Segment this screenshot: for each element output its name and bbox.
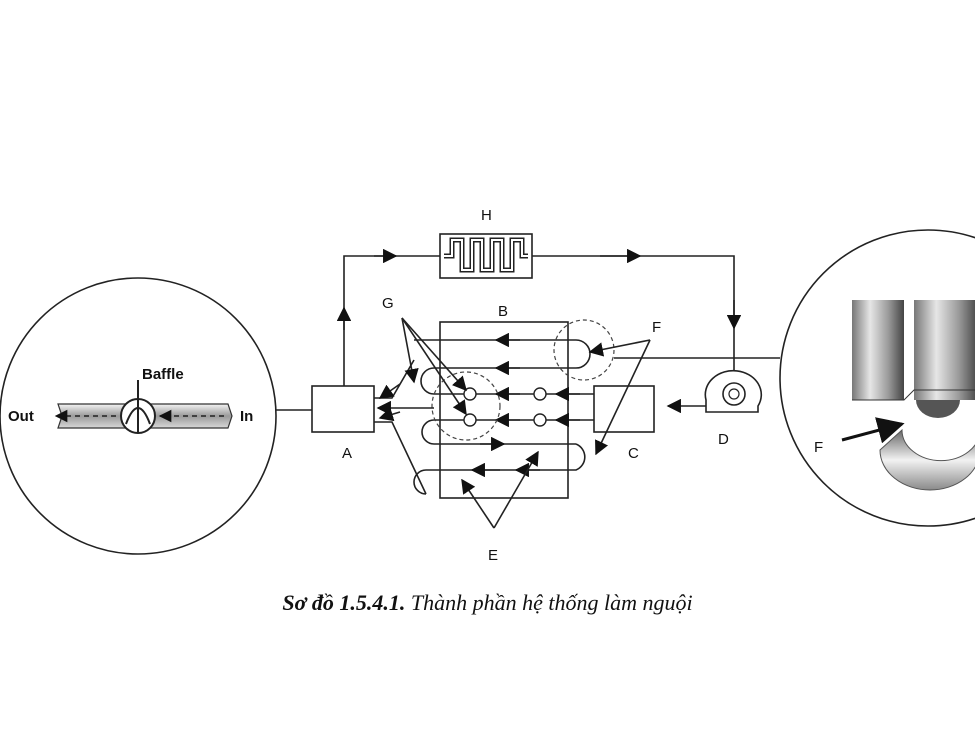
caption-number: Sơ đồ 1.5.4.1. <box>282 590 406 615</box>
label-f: F <box>652 319 661 336</box>
baffle-label: Baffle <box>142 366 184 383</box>
baffle-detail: Baffle Out In <box>0 277 277 555</box>
manifold-lower <box>374 421 427 495</box>
component-c-box <box>593 385 655 433</box>
out-label: Out <box>8 408 34 425</box>
leader-f-1 <box>588 339 651 357</box>
caption-text: Thành phần hệ thống làm nguội <box>410 590 693 615</box>
label-d: D <box>718 431 729 448</box>
manifold-upper <box>374 359 415 399</box>
label-h: H <box>481 207 492 224</box>
label-f-detail: F <box>814 439 823 456</box>
label-g: G <box>382 295 394 312</box>
leader-g-1 <box>401 317 467 392</box>
in-label: In <box>240 408 253 425</box>
leader-e-1 <box>461 478 495 529</box>
leader-f-2 <box>595 339 651 456</box>
leader-g-2 <box>401 317 467 416</box>
supply-pipe <box>343 255 440 386</box>
label-e: E <box>488 547 498 564</box>
label-b: B <box>498 303 508 320</box>
label-a: A <box>342 445 352 462</box>
bubbler-detail: F <box>779 229 975 527</box>
component-a-box <box>311 385 375 433</box>
leader-e-2 <box>493 450 539 529</box>
leader-g-3 <box>401 317 419 384</box>
return-pipe <box>532 255 735 380</box>
label-c: C <box>628 445 639 462</box>
mold-b <box>413 319 615 499</box>
figure-caption: Sơ đồ 1.5.4.1. Thành phần hệ thống làm n… <box>0 590 975 616</box>
pump-d <box>704 369 763 413</box>
heater-h <box>439 233 533 279</box>
